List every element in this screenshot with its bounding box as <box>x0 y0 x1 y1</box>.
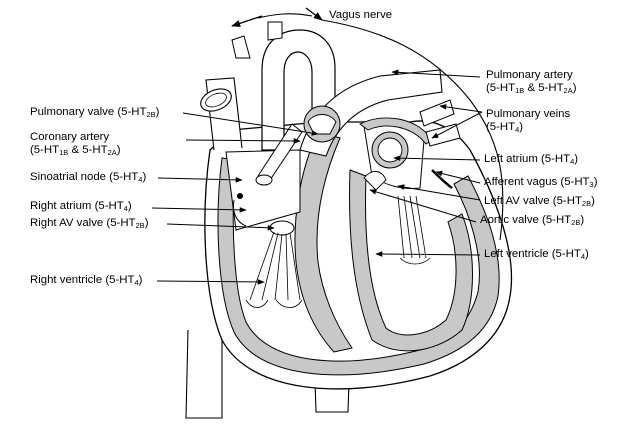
myocardium-outer <box>217 157 500 376</box>
pulmonary-artery-oval <box>200 88 232 112</box>
leader-pulmonary-artery <box>391 69 481 78</box>
label-afferent-vagus: Afferent vagus (5-HT3) <box>484 176 598 189</box>
label-left-ventricle: Left ventricle (5-HT4) <box>484 248 589 261</box>
leader-right-ventricle <box>156 279 265 285</box>
label-pulmonary-veins: Pulmonary veins (5-HT4) <box>486 108 571 134</box>
leader-pulmonary-veins-b <box>431 111 483 139</box>
leader-left-av-valve <box>397 184 481 201</box>
left-ventricle-wall <box>349 169 473 352</box>
aortic-valve-shape <box>363 171 387 191</box>
leader-afferent-vagus <box>435 170 481 184</box>
leader-pulmonary-valve <box>182 112 319 136</box>
leader-coronary-artery <box>185 138 301 144</box>
leader-right-av-valve <box>166 223 275 231</box>
label-left-av-valve: Left AV valve (5-HT2B) <box>484 195 595 208</box>
leader-sinoatrial-node <box>157 177 243 183</box>
label-pulmonary-artery: Pulmonary artery (5-HT1B & 5-HT2A) <box>486 69 577 95</box>
label-vagus-nerve: Vagus nerve <box>329 9 393 21</box>
pulmonary-valve-shape <box>303 105 341 143</box>
label-right-ventricle: Right ventricle (5-HT4) <box>30 274 143 287</box>
afferent-vagus-nerve <box>431 169 453 189</box>
label-pulmonary-valve: Pulmonary valve (5-HT2B) <box>30 106 160 119</box>
label-aortic-valve: Aortic valve (5-HT2B) <box>480 214 585 227</box>
left-av-valve-shape <box>397 195 431 265</box>
septum <box>294 131 353 353</box>
label-sinoatrial-node: Sinoatrial node (5-HT4) <box>30 171 147 184</box>
aorta-branch-2 <box>267 21 283 41</box>
left-atrial-valve-shape <box>371 131 409 169</box>
leader-left-ventricle <box>375 251 481 257</box>
label-right-av-valve: Right AV valve (5-HT2B) <box>30 217 149 230</box>
leader-pulmonary-veins-a <box>439 104 483 113</box>
leader-left-atrium <box>393 155 481 161</box>
leader-aortic-valve <box>369 189 477 223</box>
sinoatrial-node-dot <box>237 193 243 199</box>
vagus-efferent-arrow <box>231 15 263 27</box>
leader-right-atrium <box>151 207 247 213</box>
vagus-nerve-line <box>321 19 504 241</box>
label-left-atrium: Left atrium (5-HT4) <box>484 153 579 166</box>
label-coronary-artery: Coronary artery (5-HT1B & 5-HT2A) <box>30 131 121 157</box>
label-right-atrium: Right atrium (5-HT4) <box>30 200 132 213</box>
aorta-branch-1 <box>231 35 251 59</box>
vagus-afferent-arrow <box>305 7 323 21</box>
